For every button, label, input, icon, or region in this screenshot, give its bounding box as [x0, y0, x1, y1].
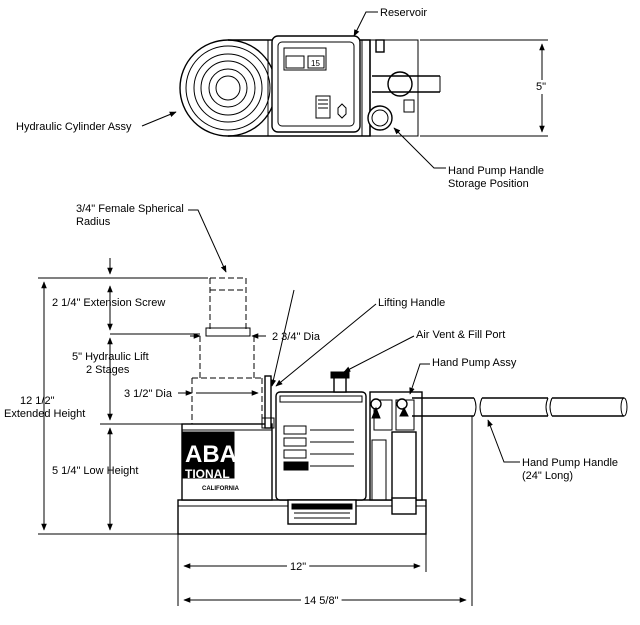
- reservoir-top: 15: [271, 35, 361, 133]
- hydraulic-lift-label-2: 2 Stages: [86, 364, 130, 376]
- air-vent-fill-port: [330, 371, 350, 393]
- spherical-radius-label-1: 3/4" Female Spherical: [76, 203, 184, 215]
- storage-position-label-1: Hand Pump Handle: [448, 165, 544, 177]
- hand-pump-top: [361, 39, 441, 137]
- handle-label-1: Hand Pump Handle: [522, 457, 618, 469]
- pump-handle-socket: [412, 397, 477, 417]
- cylinder-body: ABAR TIONAL CALIFORNIA: [181, 423, 273, 501]
- hydraulic-lift-stages: [191, 336, 263, 424]
- dia-large-label: 3 1/2" Dia: [124, 388, 173, 400]
- top-view: 15 5" Reservoir Hydraulic Cylinde: [16, 7, 550, 190]
- top-width-dimension: 5": [536, 81, 546, 93]
- hand-pump-handle: [479, 397, 628, 417]
- width-12-label: 12": [290, 561, 306, 573]
- extension-screw: [205, 277, 251, 337]
- extended-height-label-1: 12 1/2": [20, 395, 55, 407]
- hand-pump-assy: [369, 391, 423, 515]
- air-vent-label: Air Vent & Fill Port: [416, 329, 505, 341]
- extension-screw-label: 2 1/4" Extension Screw: [52, 297, 165, 309]
- logo-line3: CALIFORNIA: [202, 486, 240, 492]
- lifting-handle: [261, 375, 275, 429]
- spherical-radius-label-2: Radius: [76, 216, 111, 228]
- storage-position-label-2: Storage Position: [448, 178, 529, 190]
- dia-small-label: 2 3/4" Dia: [272, 331, 321, 343]
- reservoir-label: Reservoir: [380, 7, 427, 19]
- reservoir-side: [275, 391, 367, 525]
- handle-label-2: (24" Long): [522, 470, 573, 482]
- lifting-handle-label: Lifting Handle: [378, 297, 445, 309]
- side-view: ABAR TIONAL CALIFORNIA: [4, 203, 628, 608]
- width-14-label: 14 5/8": [304, 595, 339, 607]
- hand-pump-assy-label: Hand Pump Assy: [432, 357, 517, 369]
- logo-line1: ABAR: [185, 441, 254, 468]
- top-plate-text: 15: [311, 59, 320, 68]
- hydraulic-cylinder-label: Hydraulic Cylinder Assy: [16, 121, 132, 133]
- extended-height-label-2: Extended Height: [4, 408, 85, 420]
- logo-line2: TIONAL: [185, 467, 230, 481]
- hydraulic-cylinder-top: [179, 39, 277, 137]
- hydraulic-lift-label-1: 5" Hydraulic Lift: [72, 351, 149, 363]
- low-height-label: 5 1/4" Low Height: [52, 465, 138, 477]
